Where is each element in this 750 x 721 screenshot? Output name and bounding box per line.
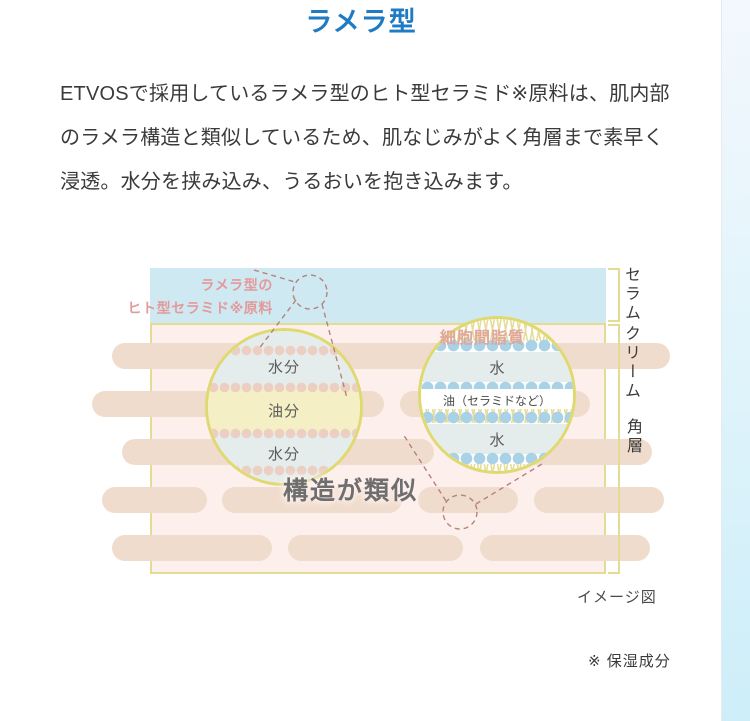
lipid-head-row [421, 339, 573, 352]
layer-label-cream-line1: クリーム [622, 325, 639, 401]
lipid-head-row [421, 411, 573, 424]
intercellular-lipid-label: 細胞間脂質 [440, 330, 526, 347]
lipid-head-row [421, 452, 573, 465]
diagram-caption: イメージ図 [577, 589, 657, 606]
water-oil-interface-dots [208, 382, 360, 393]
corneocyte-row [112, 535, 650, 561]
water-oil-interface-dots [208, 428, 360, 439]
layer-cream-band [150, 268, 606, 323]
water-oil-interface-dots [208, 465, 360, 476]
structure-similar-label: 構造が類似 [283, 477, 419, 505]
lamellar-structure-diagram: 水分 油分 水分 水 油（セラミドなど） [92, 268, 670, 574]
right-circle-band-label: 油（セラミドなど） [442, 393, 551, 408]
page-edge-divider [721, 0, 722, 721]
lead-paragraph: ETVOSで採用しているラメラ型のヒト型セラミド※原料は、肌内部のラメラ構造と類… [60, 83, 670, 193]
lipid-tail-row [421, 319, 573, 341]
right-circle-band-label: 水 [489, 359, 505, 377]
left-magnified-circle: 水分 油分 水分 [205, 328, 363, 486]
layer-label-cream: クリーム セラム [620, 266, 640, 401]
right-circle-band-label: 水 [489, 431, 505, 449]
callout-label-line2: ヒト型セラミド※原料 [127, 300, 273, 316]
left-circle-band-label: 水分 [267, 445, 300, 463]
page-title: ラメラ型 [305, 7, 417, 37]
layer-label-cream-line2: セラム [622, 266, 639, 323]
footnote-text: ※ 保湿成分 [588, 653, 671, 670]
decorative-edge-strip [722, 0, 750, 721]
bracket-cream-layer [608, 268, 620, 322]
bracket-corneum-layer [608, 324, 620, 574]
left-circle-band-label: 水分 [267, 358, 300, 376]
water-oil-interface-dots [208, 345, 360, 356]
layer-label-corneum: 角層 [624, 418, 641, 456]
left-circle-band-label: 油分 [267, 402, 300, 420]
lamellar-ceramide-callout-label: ラメラ型の ヒト型セラミド※原料 [98, 274, 273, 320]
right-magnified-circle: 水 油（セラミドなど） 水 [418, 316, 576, 474]
callout-label-line1: ラメラ型の [200, 277, 273, 293]
